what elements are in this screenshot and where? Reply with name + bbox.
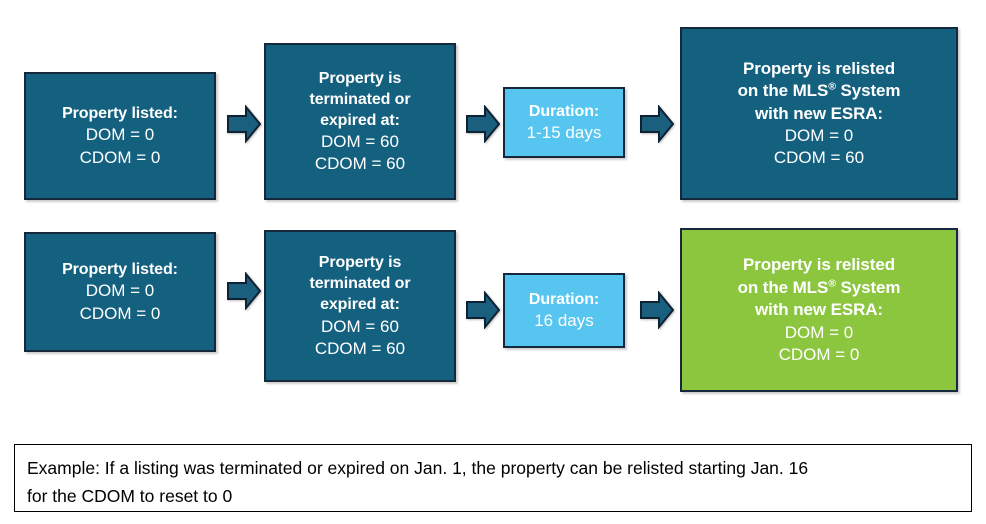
node-value-cdom: CDOM = 0 xyxy=(79,147,161,167)
node-row2-relisted: Property is relisted on the MLS® System … xyxy=(680,228,958,392)
example-note-line-1: Example: If a listing was terminated or … xyxy=(27,458,809,478)
node-header-line-1: Property is relisted xyxy=(742,255,895,275)
example-note-line-2: for the CDOM to reset to 0 xyxy=(27,486,233,507)
node-header-line-1: Property is xyxy=(318,69,402,87)
node-header-line-3: with new ESRA: xyxy=(755,300,883,320)
node-value-dom: DOM = 0 xyxy=(85,281,155,301)
arrow-right-icon xyxy=(640,105,674,143)
node-header-line-3: expired at: xyxy=(320,111,400,129)
node-header-line-2: terminated or xyxy=(309,90,411,108)
example-note-box: Example: If a listing was terminated or … xyxy=(14,444,972,512)
node-row2-terminated-expired: Property is terminated or expired at: DO… xyxy=(264,230,456,382)
node-header-line-1: Property is xyxy=(318,254,402,272)
node-header: Property listed: xyxy=(62,261,178,279)
node-header: Property listed: xyxy=(62,105,178,123)
node-value-dom: DOM = 60 xyxy=(321,316,399,336)
node-value-cdom: CDOM = 0 xyxy=(79,303,161,323)
node-header-line-3: with new ESRA: xyxy=(755,103,883,123)
node-row1-terminated-expired: Property is terminated or expired at: DO… xyxy=(264,43,456,200)
node-value-dom: DOM = 0 xyxy=(784,322,854,342)
arrow-right-icon xyxy=(466,105,500,143)
node-value-cdom: CDOM = 0 xyxy=(778,344,860,364)
node-row2-duration: Duration: 16 days xyxy=(503,273,625,348)
node-header-line-2: on the MLS® System xyxy=(737,80,901,101)
node-value-duration: 16 days xyxy=(534,311,594,330)
node-header: Duration: xyxy=(528,290,600,308)
arrow-right-icon xyxy=(466,291,500,329)
arrow-right-icon xyxy=(227,272,261,310)
node-value-duration: 1-15 days xyxy=(526,123,602,142)
node-value-cdom: CDOM = 60 xyxy=(314,154,406,174)
node-header-line-3: expired at: xyxy=(320,296,400,314)
node-value-dom: DOM = 0 xyxy=(784,126,854,146)
node-row1-duration: Duration: 1-15 days xyxy=(503,87,625,158)
node-header-line-2: on the MLS® System xyxy=(737,277,901,297)
node-value-dom: DOM = 60 xyxy=(321,132,399,152)
node-row2-property-listed: Property listed: DOM = 0 CDOM = 0 xyxy=(24,232,216,352)
node-value-dom: DOM = 0 xyxy=(85,125,155,145)
node-header-line-1: Property is relisted xyxy=(742,58,895,78)
arrow-right-icon xyxy=(640,291,674,329)
arrow-right-icon xyxy=(227,105,261,143)
node-value-cdom: CDOM = 60 xyxy=(314,338,406,358)
node-row1-relisted: Property is relisted on the MLS® System … xyxy=(680,27,958,200)
node-header: Duration: xyxy=(528,102,600,120)
node-value-cdom: CDOM = 60 xyxy=(773,148,865,168)
node-row1-property-listed: Property listed: DOM = 0 CDOM = 0 xyxy=(24,72,216,200)
node-header-line-2: terminated or xyxy=(309,275,411,293)
